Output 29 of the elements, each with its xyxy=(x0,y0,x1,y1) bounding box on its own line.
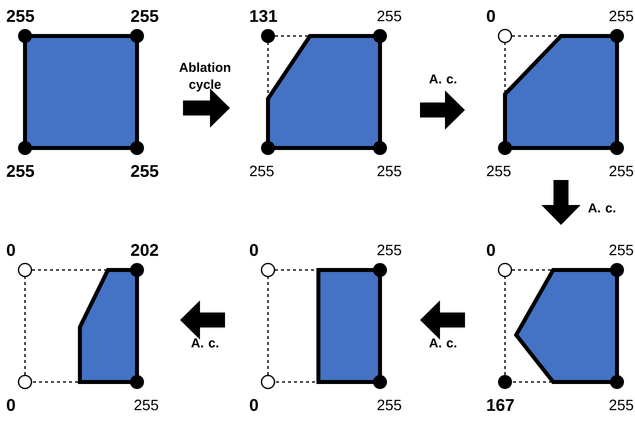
corner-value: 255 xyxy=(131,10,158,22)
corner-value: 255 xyxy=(486,166,511,176)
corner-value: 255 xyxy=(610,166,634,176)
corner-value: 0 xyxy=(250,398,258,412)
edge-label: A. c. xyxy=(191,338,218,348)
corner-value: 0 xyxy=(250,244,258,256)
edge-label: A. c. xyxy=(588,203,616,213)
corner-value: 255 xyxy=(378,166,402,176)
corner-value: 255 xyxy=(378,244,402,256)
corner-value: 255 xyxy=(610,10,634,22)
corner-value: 255 xyxy=(610,244,634,256)
corner-value: 167 xyxy=(487,398,514,412)
corner-value: 0 xyxy=(6,398,15,412)
corner-value: 255 xyxy=(378,10,402,22)
corner-value: 0 xyxy=(6,244,15,256)
corner-value: 255 xyxy=(378,400,402,410)
edge-label: A. c. xyxy=(429,338,456,348)
corner-value: 0 xyxy=(486,10,495,22)
corner-value: 255 xyxy=(6,10,34,22)
corner-value: 0 xyxy=(486,244,495,256)
corner-value: 255 xyxy=(610,400,634,410)
edge-label: A. c. xyxy=(429,74,456,84)
corner-value: 255 xyxy=(131,164,158,178)
corner-value: 255 xyxy=(250,166,274,176)
edge-label: Ablation cycle xyxy=(179,62,230,92)
corner-value: 255 xyxy=(6,164,34,178)
corner-value: 255 xyxy=(134,400,158,410)
corner-value: 202 xyxy=(131,244,158,256)
corner-value: 131 xyxy=(250,10,278,22)
